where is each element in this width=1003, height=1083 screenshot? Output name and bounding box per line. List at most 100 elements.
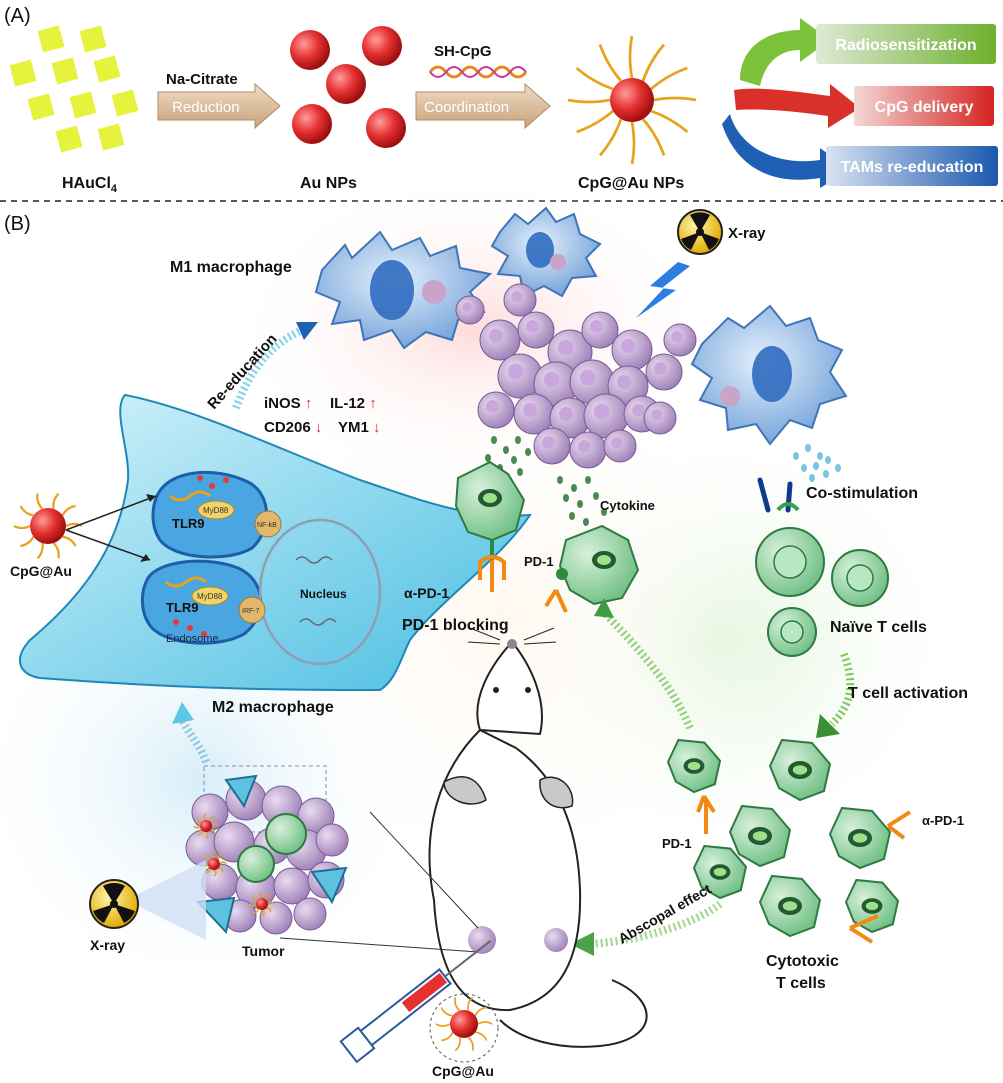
- cpg-au-np-icon: [567, 35, 697, 165]
- cytokine-dot: [793, 452, 799, 460]
- t-cell-in-tumor: [265, 813, 307, 855]
- upward-arrow-head: [172, 702, 194, 724]
- tumor-label: Tumor: [242, 943, 285, 959]
- panel-a: (A) HAuCl4 Na-Citrate Reduction Au N: [4, 5, 998, 195]
- tumor-cell-nucleus: [578, 440, 591, 453]
- tumor-cell-nucleus: [542, 436, 555, 449]
- co-stimulation-label: Co-stimulation: [806, 485, 918, 502]
- cpg-strand: [630, 121, 636, 165]
- cpg-strand: [36, 493, 44, 510]
- tumor-cell-nucleus: [462, 302, 473, 313]
- xray-top-icon: [677, 209, 723, 255]
- m2-macrophage-small: [310, 866, 348, 905]
- cpg-au-left-label: CpG@Au: [10, 563, 72, 579]
- cytokine-dot: [571, 484, 577, 492]
- xray-top-label: X-ray: [728, 225, 766, 242]
- marker-cd206: CD206 ↓: [264, 419, 322, 436]
- cpg-strand: [217, 854, 223, 860]
- cytokine-dot: [835, 464, 841, 472]
- tumor-cell-nucleus: [617, 375, 631, 389]
- cytokine-dot: [601, 508, 607, 516]
- m2-macrophage-small: [195, 896, 236, 935]
- pd1-label-a: PD-1: [524, 554, 554, 569]
- cpg-strand: [454, 997, 461, 1012]
- cpg-strand: [219, 861, 227, 865]
- tumor-cell-nucleus: [511, 291, 523, 303]
- cell-nucleus-core: [687, 761, 701, 771]
- tumor-cell-nucleus: [654, 362, 667, 375]
- cytokine-dot: [557, 476, 563, 484]
- pd1-label-b: PD-1: [662, 836, 692, 851]
- gold-core: [256, 898, 268, 910]
- cpg-strand: [641, 43, 666, 82]
- reduction-arrow: [157, 82, 281, 130]
- myd88-label-2: MyD88: [197, 592, 223, 601]
- t-cell-activation-arrow-head: [816, 714, 840, 738]
- cpg-strand: [475, 1031, 488, 1041]
- cpg-strand: [210, 829, 216, 835]
- xray-left-icon: [89, 879, 139, 929]
- abscopal-arrow-head: [570, 932, 594, 956]
- t-cell-pd1-left: [454, 460, 526, 592]
- effect-label-tams: TAMs re-education: [841, 159, 984, 176]
- cytokine-dot: [515, 436, 521, 444]
- cpg-au-left-icon: [13, 492, 83, 560]
- tumor-cell-nucleus: [523, 403, 537, 417]
- antibody-bottom: [848, 914, 879, 944]
- lightning-icon: [636, 262, 690, 318]
- mouse-illustration: [428, 627, 648, 1048]
- tumor-cell: [315, 823, 349, 857]
- cpg-strand: [454, 1037, 461, 1052]
- tumor-cell-nucleus: [579, 369, 596, 386]
- m2-macrophage: [19, 393, 532, 692]
- tumor-cell-nucleus: [671, 331, 683, 343]
- cpg-strand: [193, 825, 201, 829]
- cpg-strand: [211, 851, 215, 859]
- uptake-arrows: [65, 495, 157, 561]
- cytokine-dot: [583, 518, 589, 526]
- t-cell-in-tumor: [237, 845, 275, 883]
- coordination-arrow-label: Coordination: [424, 99, 509, 116]
- cpg-au-bottom-label: CpG@Au: [432, 1063, 494, 1079]
- effect-label-radiosensitization: Radiosensitization: [835, 37, 976, 54]
- cpg-strand: [52, 492, 60, 510]
- cpg-strand: [196, 817, 202, 823]
- naive-t-cells-label: Naïve T cells: [830, 619, 927, 636]
- cytokine-dot: [503, 446, 509, 454]
- cytokine-dot: [511, 456, 517, 464]
- blue-curved-arrow: [722, 114, 850, 188]
- step2-reagent: SH-CpG: [434, 43, 492, 60]
- cytokine-dot: [569, 512, 575, 520]
- tumor-cell: [201, 863, 239, 901]
- xray-beam: [126, 860, 206, 940]
- xray-left-label: X-ray: [90, 937, 125, 953]
- panel-b: (B) M1 macrophage: [0, 170, 980, 1079]
- cpg-strand: [218, 867, 224, 873]
- tumor-cell-nucleus: [543, 371, 560, 388]
- cell-nucleus-core: [782, 901, 798, 911]
- t-cell-activation-label: T cell activation: [848, 685, 968, 702]
- cpg-strand: [628, 35, 634, 79]
- nucleus-label: Nucleus: [300, 587, 347, 601]
- m1-macrophage-label: M1 macrophage: [170, 259, 292, 276]
- irf7-label: IRF-7: [242, 608, 260, 615]
- cytokine-dot: [809, 474, 815, 482]
- cpg-strand: [266, 907, 272, 913]
- tlr9-label-1: TLR9: [172, 516, 205, 531]
- cpg-strand: [249, 903, 257, 907]
- tumor-cell-nucleus: [486, 400, 499, 413]
- cytokine-dot: [813, 462, 819, 470]
- cell-nucleus-core: [865, 901, 879, 911]
- cpg-strand: [261, 909, 265, 917]
- cpg-strand: [13, 524, 31, 530]
- cpg-strand: [440, 1007, 453, 1017]
- cpg-strand: [641, 118, 666, 156]
- au-nps-icon: [290, 26, 406, 148]
- tumor-cell-nucleus: [621, 339, 635, 353]
- cpg-strand: [213, 869, 217, 877]
- cell-nucleus-core: [713, 867, 727, 877]
- cpg-strand: [36, 542, 44, 560]
- cpg-strand: [477, 1021, 493, 1025]
- tumor-cell-nucleus: [593, 403, 610, 420]
